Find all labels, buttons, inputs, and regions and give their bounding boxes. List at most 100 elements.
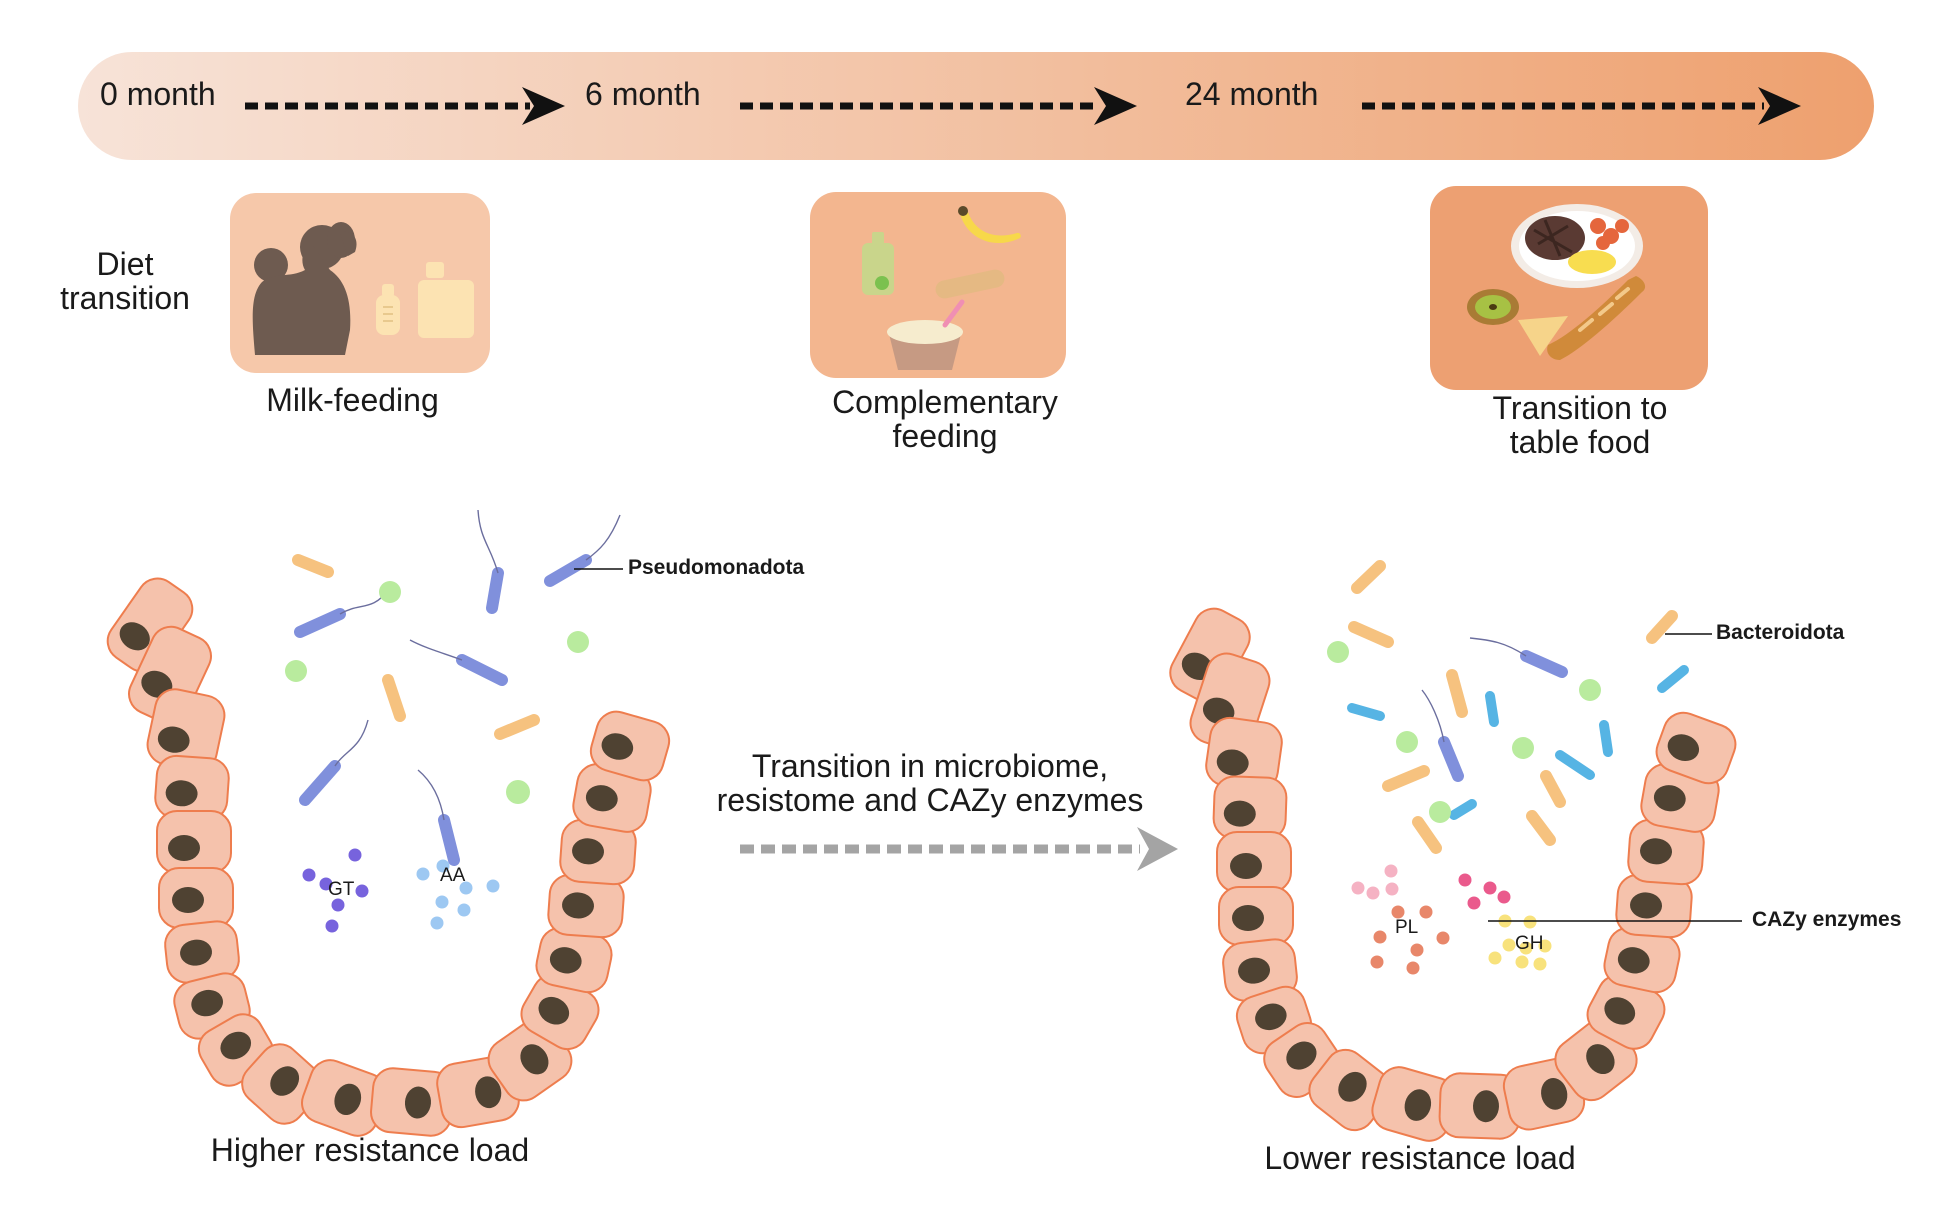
cell-nucleus — [1604, 997, 1636, 1025]
bacteroidota-rod — [1382, 765, 1430, 792]
transition-label: Transition in microbiome, resistome and … — [700, 748, 1160, 817]
pseudomonadota-rod — [456, 654, 508, 686]
pl-enzyme-dot — [1483, 881, 1497, 895]
epithelial-cell — [559, 818, 637, 886]
gt-label: GT — [328, 879, 355, 900]
formula-tin-icon — [418, 262, 474, 338]
epithelial-cell — [370, 1067, 454, 1137]
complementary-feeding-box — [810, 192, 1066, 378]
pseudomonadota-rod — [438, 814, 460, 866]
gh-label: GH — [1515, 933, 1544, 954]
timeline-arrow-1 — [245, 87, 565, 125]
milk-feeding-label: Milk-feeding — [240, 383, 465, 418]
cell-nucleus — [334, 1083, 362, 1116]
cell-nucleus — [119, 622, 150, 651]
cell-nucleus — [1630, 892, 1663, 919]
month-6-label: 6 month — [585, 76, 701, 112]
bacteroidota-rod — [292, 554, 334, 578]
bacteroidota-rod — [1412, 816, 1442, 854]
transition-line1: Transition in microbiome, — [751, 748, 1109, 784]
blue-rod — [1347, 703, 1385, 721]
pl-enzyme-dot — [1410, 943, 1424, 957]
left-gut-villus — [106, 577, 671, 1137]
table-food-label: Transition to table food — [1445, 390, 1715, 459]
epithelial-cell — [1603, 926, 1681, 994]
milk-feeding-box — [230, 193, 490, 373]
gt-enzyme-dot — [348, 848, 362, 862]
month-24-label: 24 month — [1185, 76, 1319, 112]
diet-heading-line2: transition — [60, 279, 190, 316]
cell-nucleus — [572, 838, 605, 865]
cell-nucleus — [538, 996, 570, 1025]
cell-nucleus — [270, 1066, 300, 1096]
green-coccus — [506, 780, 530, 804]
cell-nucleus — [172, 887, 204, 913]
gh-enzyme-dot — [1519, 941, 1533, 955]
baby-food-banana-icon — [862, 206, 1021, 370]
green-coccus — [1396, 731, 1418, 753]
cell-nucleus — [1223, 800, 1256, 827]
cell-nucleus — [404, 1086, 432, 1119]
epithelial-cell — [1627, 818, 1705, 886]
pseudomonadota-rod — [299, 760, 341, 806]
gh-enzyme-dot — [1523, 915, 1537, 929]
cell-nucleus — [520, 1044, 549, 1075]
aa-enzyme-dot — [457, 903, 471, 917]
epithelial-cell — [1205, 716, 1283, 792]
baby-bottle-icon — [376, 284, 400, 335]
right-gut-microbes — [1327, 560, 1689, 975]
table-food-line1: Transition to — [1492, 390, 1668, 426]
cell-nucleus — [220, 1031, 252, 1060]
cell-nucleus — [1216, 749, 1249, 776]
mother-baby-bottle-icon — [252, 222, 357, 355]
epithelial-cell — [589, 710, 671, 782]
lower-resistance-caption: Lower resistance load — [1264, 1140, 1576, 1176]
flagellum — [417, 769, 445, 821]
timeline-arrow-2 — [740, 87, 1137, 125]
epithelial-cell — [1218, 886, 1294, 946]
higher-resistance-caption: Higher resistance load — [210, 1132, 530, 1168]
pl-enzyme-dot — [1406, 961, 1420, 975]
green-coccus — [1429, 801, 1451, 823]
bacteroidota-rod — [1540, 770, 1566, 808]
pseudomonadota-rod — [544, 554, 592, 587]
complementary-feeding-label: Complementary feeding — [810, 385, 1080, 453]
gt-enzyme-dot — [302, 868, 316, 882]
cell-nucleus — [585, 785, 618, 812]
aa-enzyme-dot — [430, 916, 444, 930]
aa-enzyme-dot — [416, 867, 430, 881]
bacteroidota-rod — [1646, 610, 1678, 644]
pl-enzyme-dot — [1419, 905, 1433, 919]
pl-enzyme-dot — [1458, 873, 1472, 887]
epithelial-cell — [301, 1059, 387, 1137]
month-0-label: 0 month — [100, 76, 216, 112]
epithelial-cell — [1371, 1066, 1457, 1142]
epithelial-cell — [154, 754, 230, 822]
bacteroidota-rod — [1526, 810, 1556, 846]
epithelial-cell — [1216, 831, 1292, 893]
pl-enzyme-dot — [1391, 905, 1405, 919]
cell-nucleus — [601, 733, 634, 760]
pl-enzyme-dot — [1373, 930, 1387, 944]
bacteroidota-rod — [1351, 560, 1386, 594]
pseudomonadota-label: Pseudomonadota — [628, 556, 805, 579]
table-food-box — [1430, 186, 1708, 390]
aa-enzyme-dot — [435, 895, 449, 909]
pl-enzyme-dot — [1384, 864, 1398, 878]
bacteroidota-label: Bacteroidota — [1716, 621, 1845, 644]
cell-nucleus — [165, 780, 198, 807]
pl-enzyme-dot — [1370, 955, 1384, 969]
pl-enzyme-dot — [1467, 896, 1481, 910]
cell-nucleus — [1255, 1003, 1287, 1031]
plate-steak-bread-icon — [1467, 204, 1646, 360]
cell-nucleus — [168, 835, 200, 861]
pl-label: PL — [1395, 917, 1419, 938]
aa-enzyme-dot — [486, 879, 500, 893]
epithelial-cell — [158, 867, 234, 929]
cell-nucleus — [1586, 1044, 1615, 1075]
gh-enzyme-dot — [1515, 955, 1529, 969]
epithelial-cell — [146, 688, 226, 772]
right-gut-villus — [1169, 607, 1737, 1142]
pl-enzyme-dot — [1366, 886, 1380, 900]
